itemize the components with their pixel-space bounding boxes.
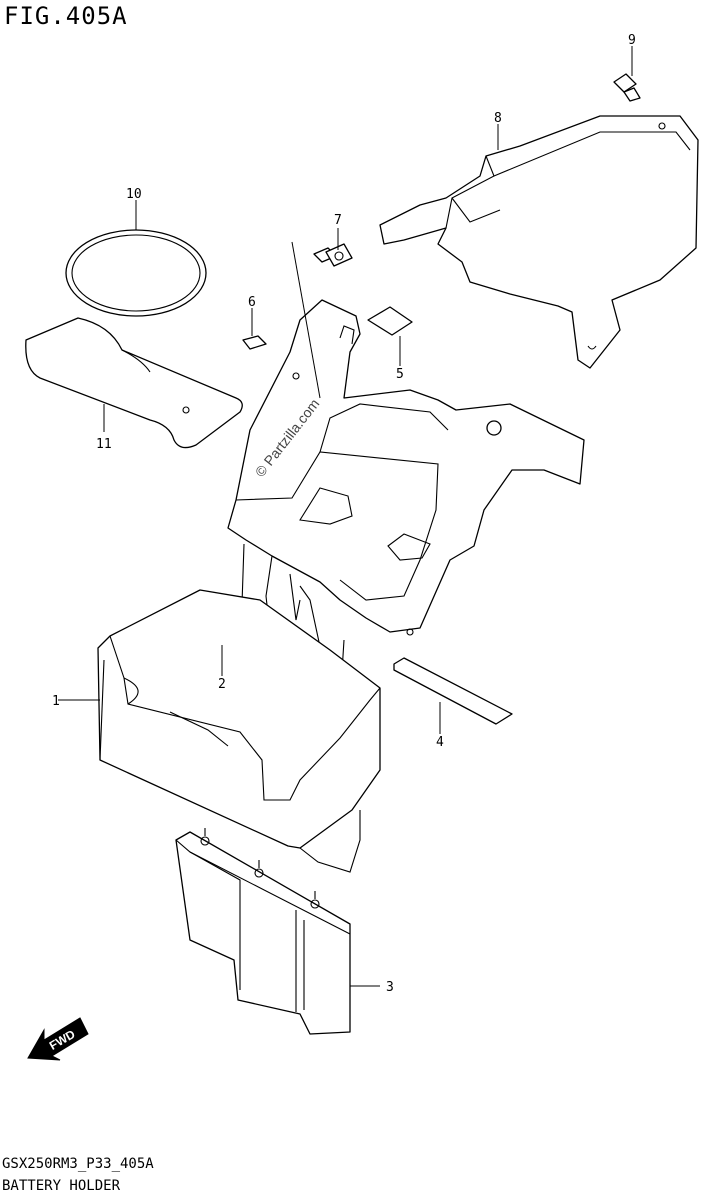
part-3-plate[interactable] xyxy=(175,828,351,1035)
part-11-pad[interactable] xyxy=(25,317,243,449)
part-7-bolt[interactable] xyxy=(313,243,353,267)
part-6-small-pad[interactable] xyxy=(242,335,267,350)
fwd-arrow-icon: FWD xyxy=(27,1017,89,1061)
callout-9: 9 xyxy=(628,33,636,48)
callout-2: 2 xyxy=(218,677,226,692)
part-5-pad[interactable] xyxy=(367,306,413,336)
callout-4: 4 xyxy=(436,735,444,750)
callout-11: 11 xyxy=(96,437,112,452)
callout-8: 8 xyxy=(494,111,502,126)
callout-1: 1 xyxy=(52,694,60,709)
callout-5: 5 xyxy=(396,367,404,382)
callout-6: 6 xyxy=(248,295,256,310)
part-8-cover[interactable] xyxy=(379,115,699,369)
figure-code: GSX250RM3_P33_405A xyxy=(2,1156,154,1172)
figure-title: FIG.405A xyxy=(4,2,128,30)
callout-3: 3 xyxy=(386,980,394,995)
callout-10: 10 xyxy=(126,187,142,202)
leader-lines xyxy=(58,46,633,987)
figure-name: BATTERY HOLDER xyxy=(2,1178,121,1194)
part-9-bolt[interactable] xyxy=(613,73,641,102)
part-4-strip[interactable] xyxy=(393,657,513,725)
part-1-battery-tray[interactable] xyxy=(97,589,381,873)
callout-7: 7 xyxy=(334,213,342,228)
part-10-band[interactable] xyxy=(65,229,207,317)
